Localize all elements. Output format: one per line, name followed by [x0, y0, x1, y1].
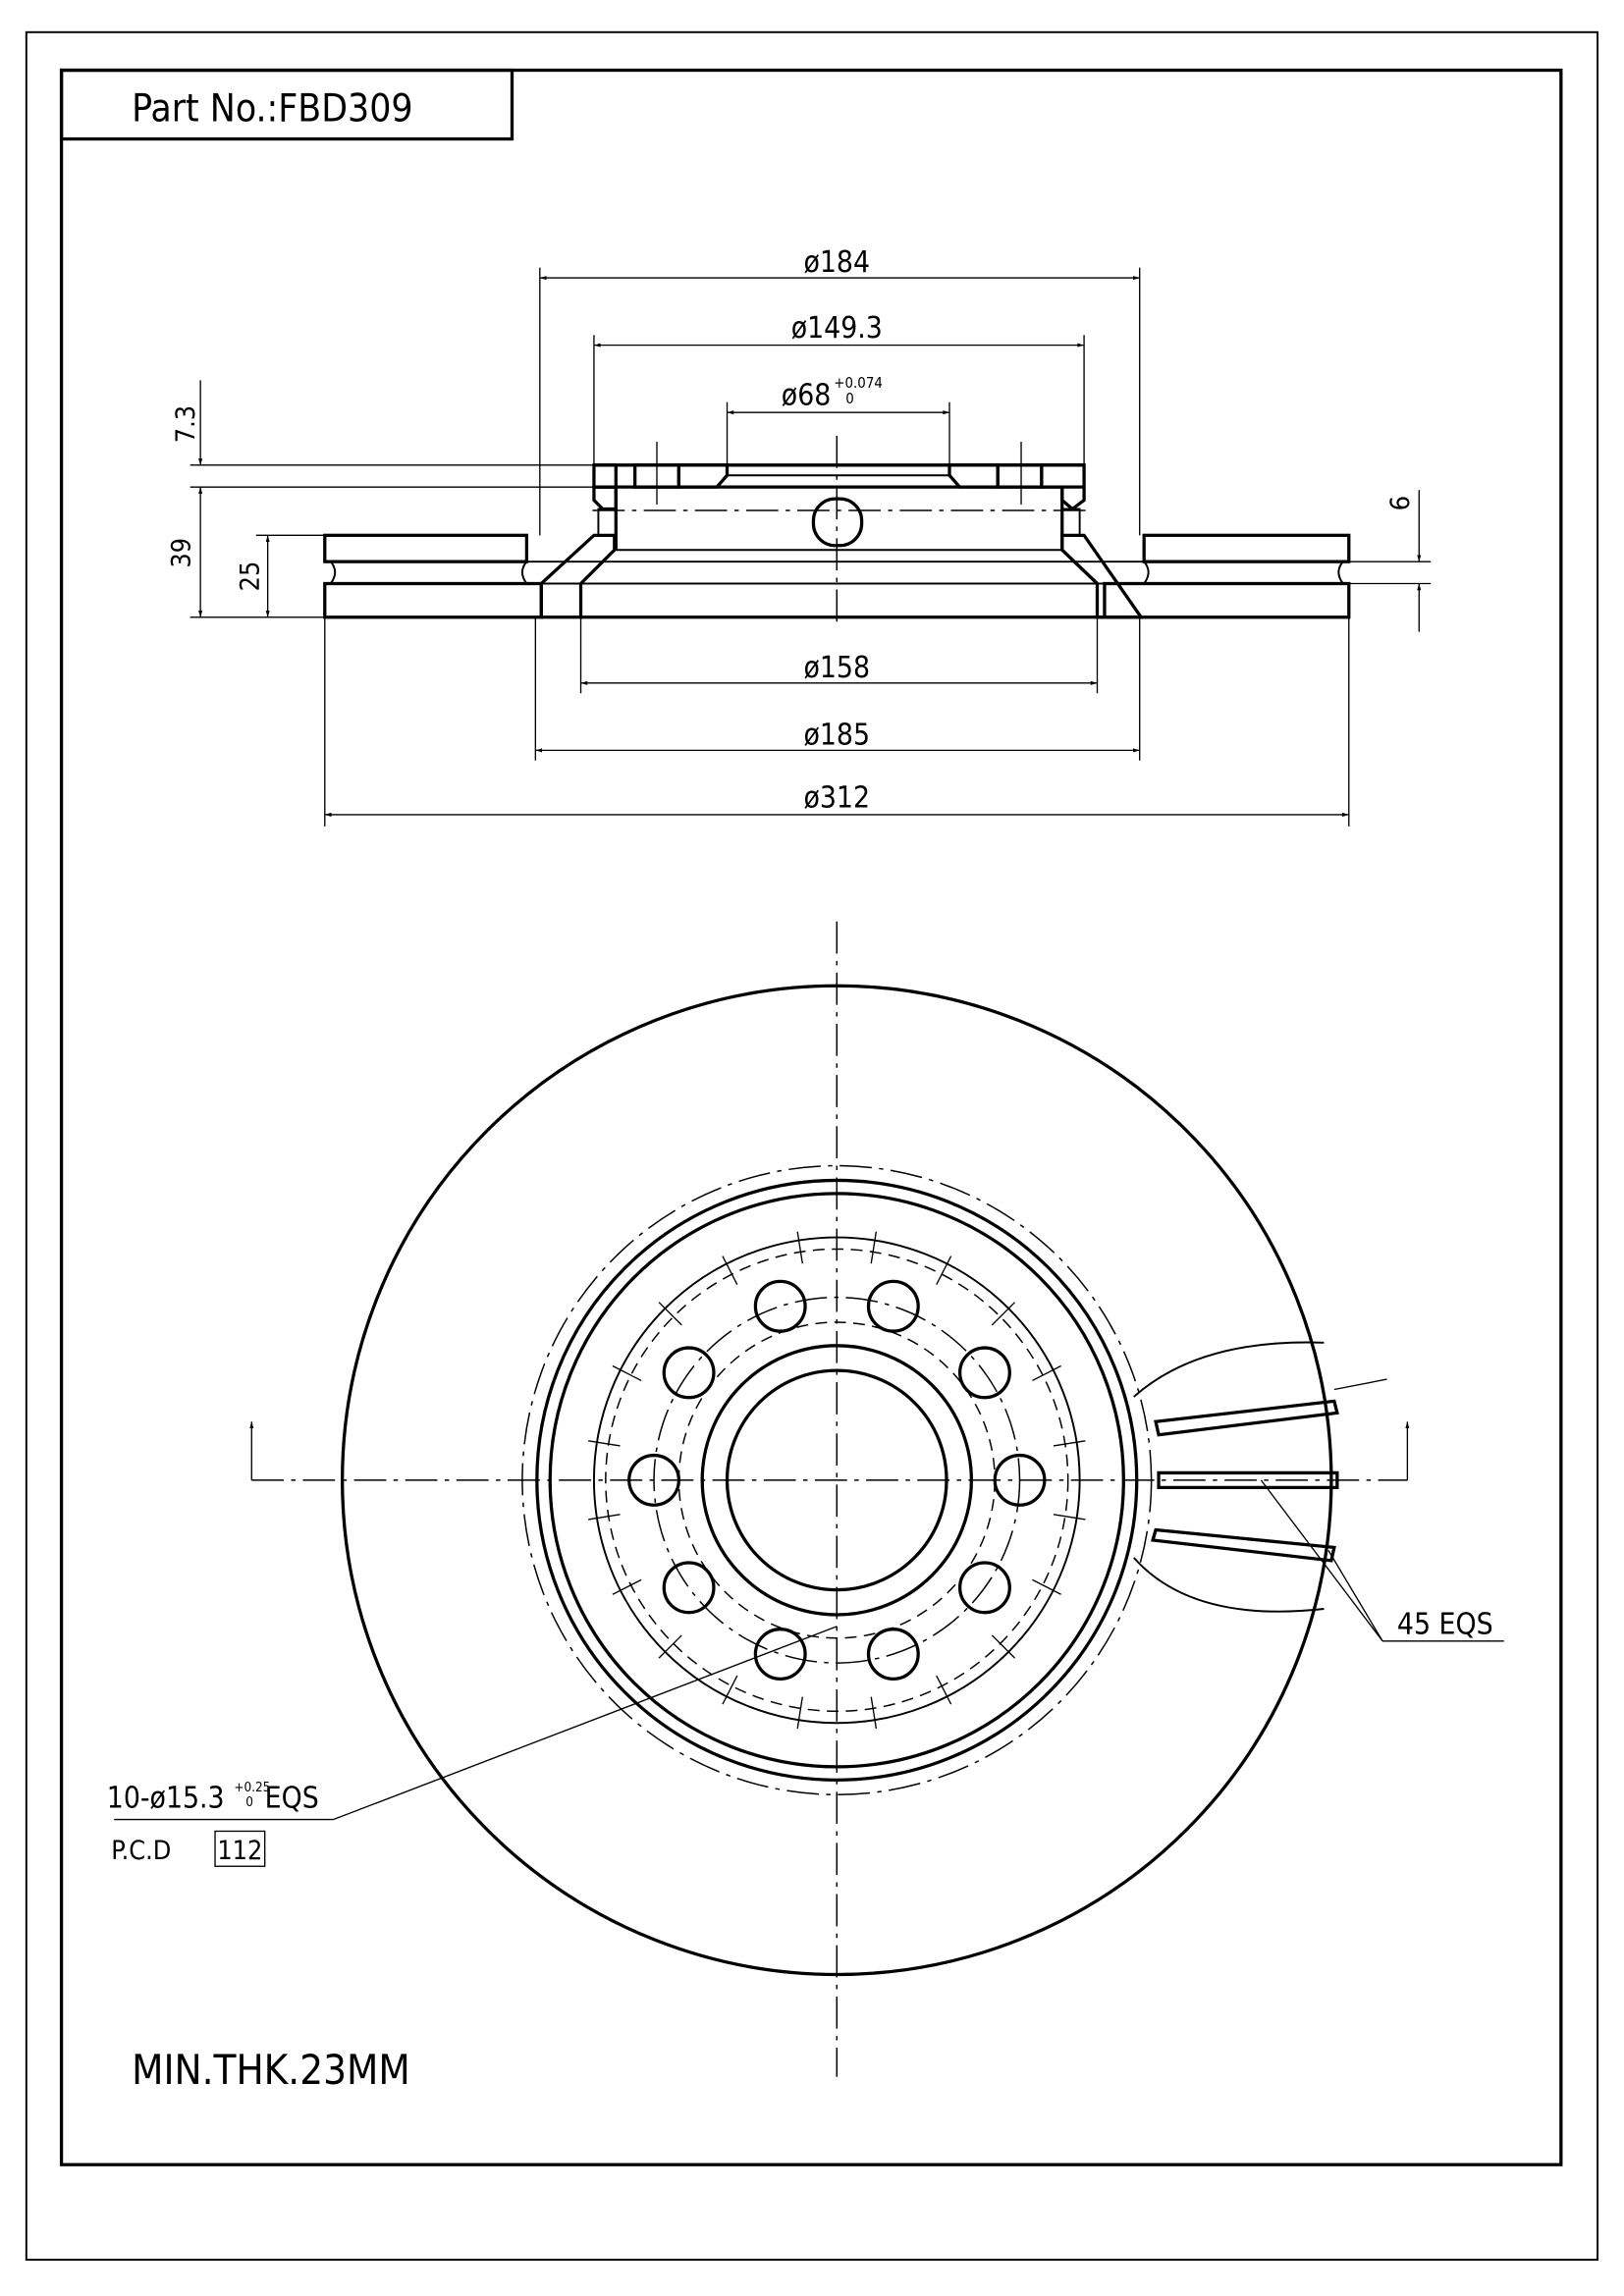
hub-circle — [700, 1344, 973, 1617]
radial-tick — [588, 1514, 621, 1521]
hat-wall-left — [539, 533, 617, 619]
radial-tick — [796, 1231, 803, 1264]
dim-6: 6 — [1385, 496, 1416, 510]
dim-185: ø185 — [803, 718, 870, 752]
dim-158: ø158 — [803, 651, 870, 685]
radial-tick — [1032, 1578, 1061, 1595]
bolt-tol-lower: 0 — [245, 1795, 253, 1810]
bolt-hole — [957, 1561, 1011, 1615]
title-block — [59, 68, 514, 141]
bolt-hole — [866, 1279, 920, 1333]
dim-68: ø68 — [782, 379, 832, 413]
radial-tick — [936, 1255, 952, 1286]
dim-68-tol-upper: +0.074 — [834, 374, 883, 392]
vent-slot — [1151, 1527, 1336, 1563]
bolt-hole — [662, 1346, 716, 1400]
dim-312: ø312 — [803, 780, 870, 815]
pcd-label: P.C.D — [111, 1836, 171, 1866]
friction-plate-bottom-left — [323, 581, 543, 619]
radial-tick — [658, 1634, 682, 1659]
plan-view: 45 EQS 10-ø15.3 +0.25 0 EQS P.C.D 112 — [107, 921, 1504, 2077]
vent-slot — [1154, 1399, 1339, 1437]
bolt-note-suffix: EQS — [265, 1782, 319, 1816]
bolt-hole — [753, 1279, 807, 1333]
inner-border — [59, 68, 1563, 2166]
dim-184: ø184 — [803, 245, 870, 280]
radial-tick — [1053, 1514, 1086, 1521]
pcd-box — [214, 1830, 266, 1867]
radial-tick — [588, 1440, 621, 1447]
center-bore-circle — [725, 1368, 948, 1592]
radial-tick — [936, 1675, 952, 1705]
friction-plate-top-left — [323, 533, 529, 563]
bolt-hole-section — [811, 497, 864, 548]
hub-flange-right — [947, 463, 1000, 489]
radial-tick — [870, 1231, 878, 1264]
radial-tick — [1032, 1364, 1061, 1382]
bolt-hole — [662, 1561, 716, 1615]
radial-tick — [722, 1675, 738, 1705]
bolt-hole — [866, 1628, 920, 1681]
dim-149-3: ø149.3 — [791, 311, 883, 346]
bolt-hole — [993, 1453, 1047, 1507]
vent-slot — [1157, 1470, 1339, 1489]
vent-leader — [1260, 1479, 1383, 1642]
radial-tick — [796, 1696, 803, 1730]
min-thickness-note: MIN.THK.23MM — [132, 2046, 410, 2094]
pcd-value: 112 — [217, 1836, 262, 1866]
outer-border — [25, 30, 1599, 2262]
radial-tick — [612, 1578, 642, 1595]
pcd-circle — [653, 1296, 1021, 1664]
radial-tick — [991, 1634, 1015, 1659]
part-number: Part No.:FBD309 — [132, 87, 412, 132]
radial-tick — [991, 1302, 1015, 1326]
section-view: ø184 ø149.3 ø68 +0.074 0 7.3 39 25 — [167, 245, 1432, 827]
friction-plate-top-right — [1142, 533, 1351, 563]
hat-wall-right — [1060, 533, 1145, 619]
friction-plate-bottom-right — [1103, 581, 1351, 619]
dim-7-3: 7.3 — [171, 405, 201, 443]
radial-tick — [870, 1696, 878, 1730]
bolt-leader — [333, 1626, 838, 1821]
radial-tick — [1053, 1440, 1086, 1447]
bolt-note: 10-ø15.3 — [107, 1782, 225, 1816]
radial-tick — [658, 1302, 682, 1326]
dim-39: 39 — [167, 538, 197, 568]
bolt-note-prefix: 10-ø15.3 — [107, 1782, 225, 1816]
bolt-tol-upper: +0.25 — [234, 1781, 270, 1795]
radial-tick — [722, 1255, 738, 1286]
vents-note: 45 EQS — [1397, 1607, 1493, 1641]
bolt-hole — [753, 1628, 807, 1681]
dim-68-tol-lower: 0 — [845, 390, 854, 407]
hub-flange-left — [677, 463, 730, 489]
radial-tick — [612, 1364, 642, 1382]
bolt-hole — [627, 1453, 680, 1507]
dim-25: 25 — [236, 561, 266, 592]
bolt-hole — [957, 1346, 1011, 1400]
outer-rim-circle — [341, 984, 1333, 1977]
